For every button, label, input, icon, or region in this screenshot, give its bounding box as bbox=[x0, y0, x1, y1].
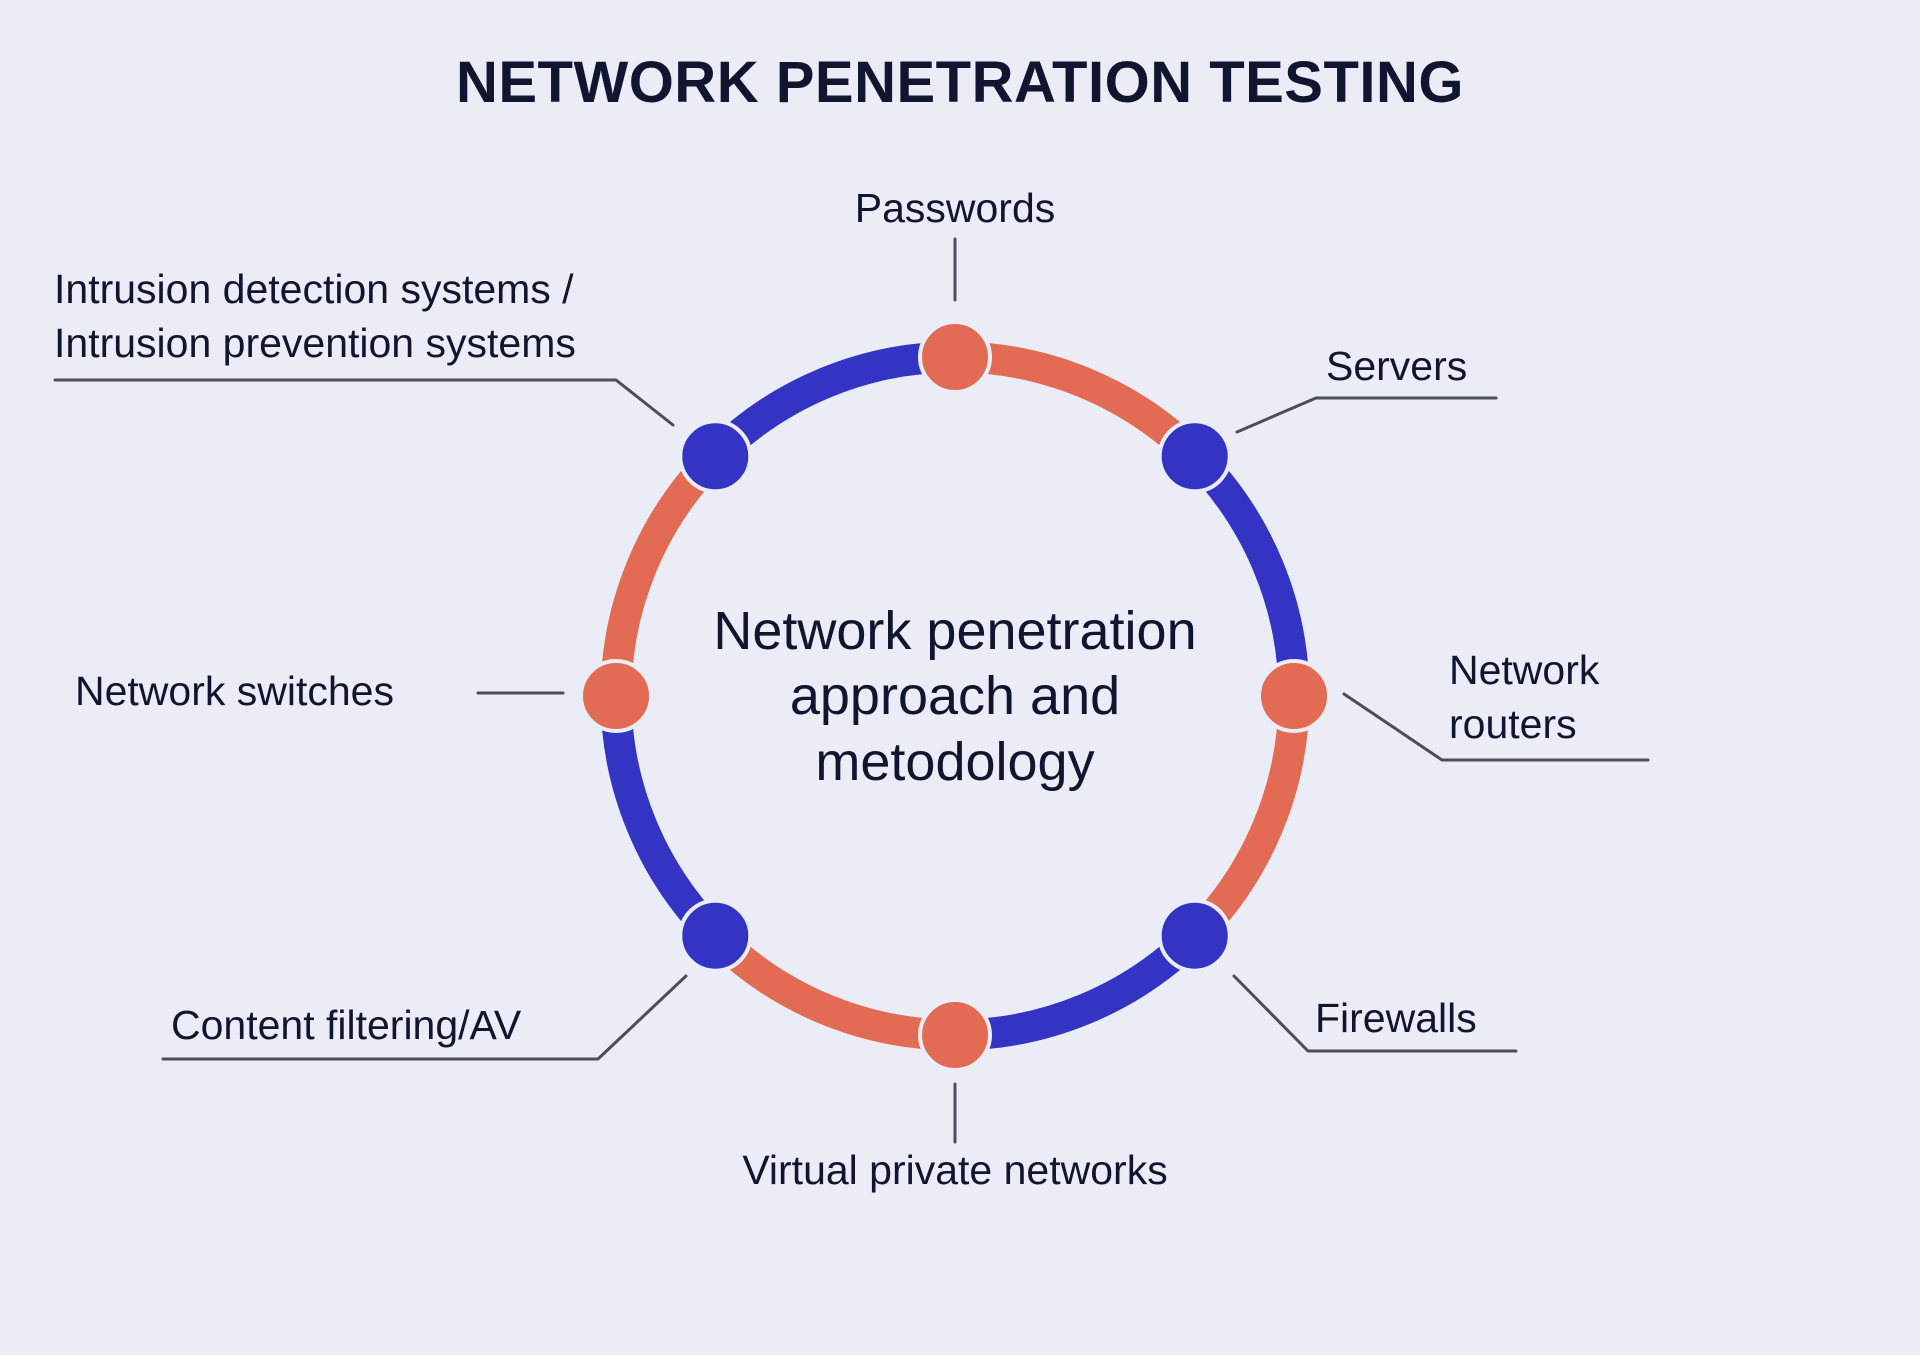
center-text-line-1: Network penetration bbox=[713, 601, 1196, 661]
center-text: Network penetration approach and metodol… bbox=[713, 601, 1196, 792]
label-network-switches: Network switches bbox=[75, 668, 394, 714]
label-ids-ips-line-2: Intrusion prevention systems bbox=[54, 320, 576, 366]
leader-line-content-filtering-av bbox=[161, 974, 688, 1061]
label-passwords: Passwords bbox=[855, 185, 1056, 231]
node-network-routers bbox=[1257, 659, 1331, 733]
leader-lines bbox=[53, 237, 1650, 1144]
ring-arc-content-filtering-av bbox=[600, 695, 727, 947]
label-servers: Servers bbox=[1326, 343, 1467, 389]
center-text-line-3: metodology bbox=[815, 732, 1094, 792]
label-network-routers-line-1: Network bbox=[1449, 647, 1600, 693]
ring-nodes bbox=[579, 320, 1331, 1072]
labels: Passwords Servers Network routers Firewa… bbox=[54, 185, 1600, 1193]
node-network-switches bbox=[579, 659, 653, 733]
ring-arc-firewalls bbox=[954, 924, 1206, 1051]
ring-arc-passwords bbox=[954, 341, 1206, 468]
ring-arc-virtual-private-networks bbox=[704, 924, 956, 1051]
node-servers bbox=[1157, 419, 1232, 494]
leader-line-firewalls bbox=[1232, 974, 1518, 1053]
node-passwords bbox=[918, 320, 992, 394]
center-text-line-2: approach and bbox=[790, 666, 1120, 726]
leader-line-servers bbox=[1235, 396, 1498, 434]
label-network-routers-line-2: routers bbox=[1449, 701, 1577, 747]
diagram-title: NETWORK PENETRATION TESTING bbox=[456, 50, 1464, 115]
node-firewalls bbox=[1157, 898, 1232, 973]
node-content-filtering-av bbox=[678, 898, 753, 973]
label-virtual-private-networks: Virtual private networks bbox=[742, 1147, 1167, 1193]
label-content-filtering-av: Content filtering/AV bbox=[171, 1002, 522, 1048]
ring-arc-ids-ips bbox=[704, 341, 956, 468]
label-firewalls: Firewalls bbox=[1315, 995, 1477, 1041]
node-virtual-private-networks bbox=[918, 998, 992, 1072]
leader-line-ids-ips bbox=[53, 378, 675, 427]
node-ids-ips bbox=[678, 419, 753, 494]
leader-line-network-routers bbox=[1342, 692, 1650, 762]
ring-arc-network-routers bbox=[1183, 695, 1310, 947]
label-ids-ips-line-1: Intrusion detection systems / bbox=[54, 266, 574, 312]
ring-arc-servers bbox=[1183, 445, 1310, 697]
ring-arc-network-switches bbox=[600, 445, 727, 697]
